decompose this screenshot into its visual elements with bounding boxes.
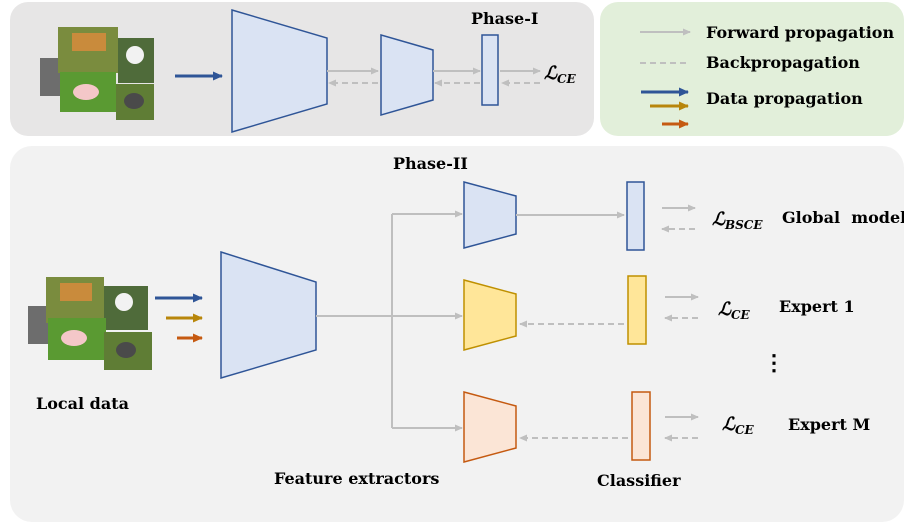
expert1-loss: ℒCE — [718, 299, 751, 322]
feature-extractors-label: Feature extractors — [274, 469, 439, 488]
legend-back-label: Backpropagation — [706, 53, 860, 72]
classifier-phase1 — [481, 34, 499, 106]
expertm-extractor — [463, 391, 517, 463]
expert1-classifier — [627, 275, 647, 345]
feature-extractor-phase1 — [231, 8, 328, 134]
global-model-classifier — [626, 181, 645, 251]
animal-images-phase2 — [28, 277, 152, 370]
global-model-label: Global model — [782, 208, 904, 227]
expert1-label: Expert 1 — [779, 297, 855, 316]
animal-images-phase1 — [40, 27, 154, 120]
loss-ce-phase1: ℒCE — [544, 63, 577, 86]
classifier-label: Classifier — [597, 471, 681, 490]
legend-data-label: Data propagation — [706, 89, 863, 108]
phase1-title: Phase-I — [471, 9, 538, 28]
expertm-loss: ℒCE — [722, 414, 755, 437]
phase2-panel — [10, 146, 904, 522]
global-model-extractor — [463, 181, 517, 249]
legend-panel — [600, 2, 904, 136]
shared-feature-extractor — [220, 250, 317, 380]
expertm-classifier — [631, 391, 651, 461]
expertm-label: Expert M — [788, 415, 870, 434]
expert1-extractor — [463, 279, 517, 351]
ellipsis: ⋮ — [763, 350, 785, 376]
head-phase1 — [380, 34, 434, 116]
local-data-label: Local data — [36, 394, 129, 413]
legend-forward-label: Forward propagation — [706, 23, 894, 42]
global-model-loss: ℒBSCE — [712, 209, 763, 232]
phase2-title: Phase-II — [393, 154, 468, 173]
